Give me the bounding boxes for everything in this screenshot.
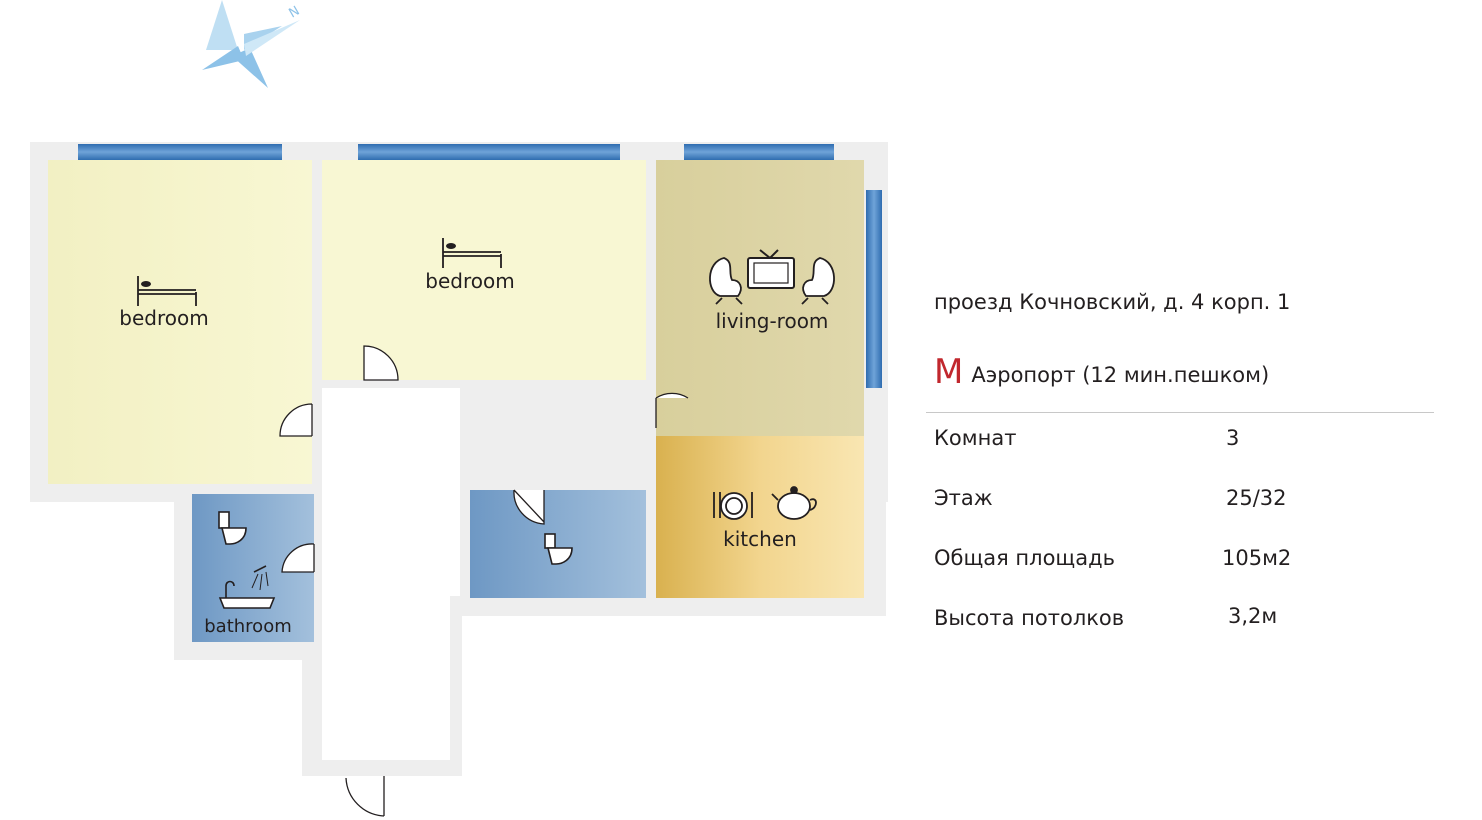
info-divider [926, 412, 1434, 413]
toilet-icon-wc [544, 533, 573, 565]
bed-icon-left [137, 276, 197, 306]
room-kitchen [656, 436, 864, 598]
info-value-floor: 25/32 [1226, 486, 1287, 510]
teapot-icon [771, 486, 817, 520]
bathtub-shower-icon [218, 565, 276, 609]
info-label-ceiling: Высота потолков [934, 606, 1125, 630]
plate-cutlery-icon [713, 492, 753, 520]
info-label-rooms: Комнат [934, 426, 1017, 450]
room-label-bedroom-center: bedroom [425, 269, 514, 293]
armchair-icon-right [801, 257, 835, 305]
compass-north-label: N [287, 4, 303, 22]
metro-station: Аэропорт (12 мин.пешком) [971, 363, 1270, 387]
info-value-area: 105м2 [1222, 546, 1292, 570]
doors [279, 345, 689, 817]
toilet-icon-bathroom [218, 511, 247, 545]
metro-info: М Аэропорт (12 мин.пешком) [934, 355, 1269, 389]
bed-icon-center [442, 238, 502, 268]
room-label-bedroom-left: bedroom [119, 306, 208, 330]
room-label-kitchen: kitchen [723, 527, 797, 551]
room-wc [470, 490, 646, 598]
armchair-icon-left [709, 257, 743, 305]
info-value-ceiling: 3,2м [1228, 604, 1278, 628]
info-label-area: Общая площадь [934, 546, 1115, 570]
windows [78, 144, 882, 388]
room-bedroom-left [48, 160, 312, 484]
floor-plan: N bedroom b [30, 0, 888, 817]
info-label-floor: Этаж [934, 486, 993, 510]
room-label-bathroom: bathroom [204, 616, 292, 637]
address: проезд Кочновский, д. 4 корп. 1 [934, 290, 1291, 314]
room-bedroom-center [322, 160, 646, 380]
room-label-living: living-room [716, 309, 829, 333]
info-value-rooms: 3 [1226, 426, 1240, 450]
room-living [656, 160, 864, 436]
metro-icon: М [934, 352, 964, 392]
tv-icon [747, 249, 795, 289]
compass-rose-icon: N [202, 0, 302, 88]
